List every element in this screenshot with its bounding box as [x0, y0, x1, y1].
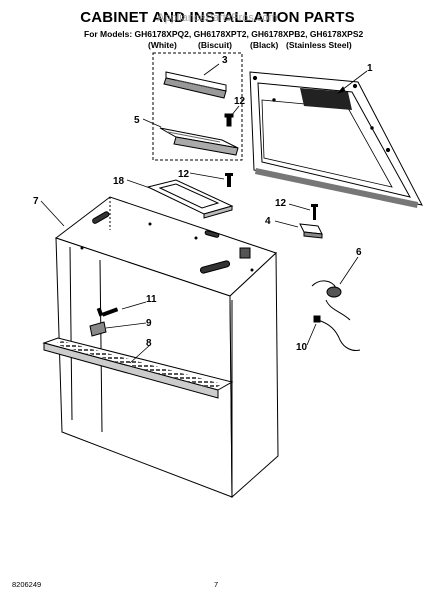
grille-part — [42, 337, 234, 399]
finish-stainless: (Stainless Steel) — [286, 40, 352, 50]
callout-9: 9 — [146, 318, 152, 329]
finish-biscuit: (Biscuit) — [198, 40, 232, 50]
assembly-group-box — [152, 52, 243, 161]
sensor-part — [311, 280, 351, 321]
finish-black: (Black) — [250, 40, 279, 50]
callout-1: 1 — [367, 63, 373, 74]
callout-18: 18 — [113, 176, 125, 187]
callout-5: 5 — [134, 115, 140, 126]
callout-7: 7 — [33, 196, 39, 207]
top-vent-part — [146, 179, 234, 219]
callout-12c: 12 — [275, 198, 287, 209]
page-title: CABINET AND INSTALLATION PARTS — [80, 9, 355, 26]
callout-12a: 12 — [234, 96, 246, 107]
page-number: 7 — [214, 580, 219, 589]
screw-part — [224, 113, 234, 127]
top-rail-part — [163, 71, 227, 99]
clip-part — [89, 321, 107, 337]
models-line: For Models: GH6178XPQ2, GH6178XPT2, GH61… — [84, 29, 364, 39]
screw-part — [96, 307, 119, 317]
front-frame-part — [249, 71, 423, 208]
wire-harness-part — [313, 315, 361, 351]
callout-11: 11 — [146, 294, 157, 305]
document-number: 8206249 — [12, 580, 42, 589]
watermark: AppliancePartsPros.com — [157, 12, 278, 24]
leader-lines — [40, 63, 368, 364]
callout-12b: 12 — [178, 169, 190, 180]
callout-6: 6 — [356, 247, 362, 258]
finish-white: (White) — [148, 40, 177, 50]
callout-10: 10 — [296, 342, 308, 353]
callout-labels: 1 3 12 5 12 18 7 12 4 6 11 9 8 10 — [33, 55, 373, 353]
callout-8: 8 — [146, 338, 152, 349]
mounting-bracket-part — [299, 204, 323, 239]
screw-part — [225, 173, 233, 187]
callout-3: 3 — [222, 55, 228, 66]
callout-4: 4 — [265, 216, 271, 227]
lower-rail-part — [159, 127, 239, 156]
